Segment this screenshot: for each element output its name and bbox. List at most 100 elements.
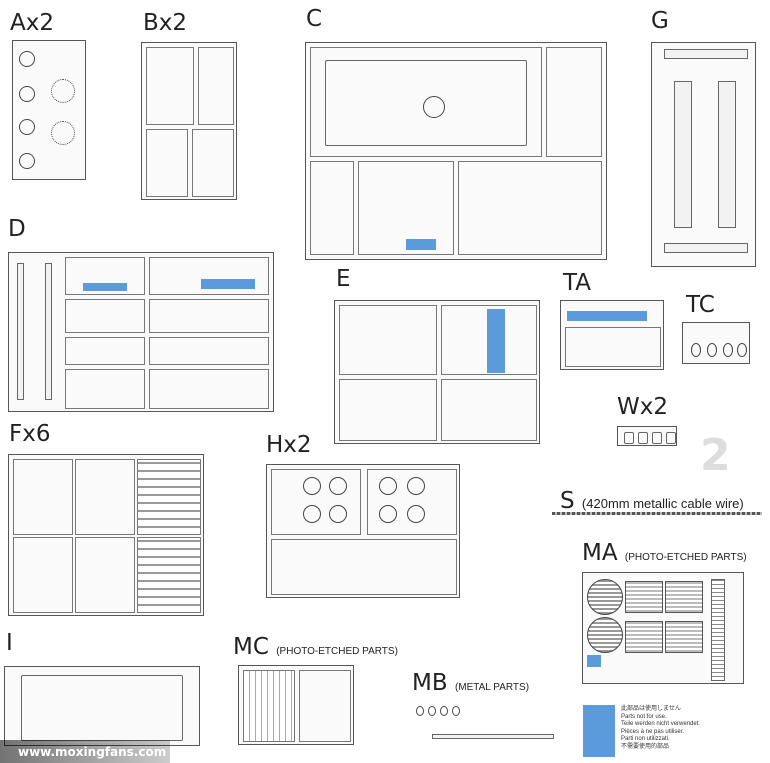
sprue-cell xyxy=(149,257,269,295)
sprue-label-c: C xyxy=(306,6,323,32)
not-for-use-legend-swatch xyxy=(583,705,615,757)
metal-parts-group xyxy=(412,702,554,748)
metal-pin-part xyxy=(416,706,424,716)
wheel-part xyxy=(19,153,35,169)
sprocket-part xyxy=(51,121,75,145)
fender-part xyxy=(674,81,692,228)
sprue-i xyxy=(4,666,200,746)
fender-part xyxy=(664,243,748,253)
fret-ma xyxy=(582,572,744,684)
etched-grille-part xyxy=(625,581,663,613)
watermark-text: www.moxingfans.com xyxy=(18,745,167,759)
road-wheel-part xyxy=(303,505,321,523)
legend-line-french: Pièces à ne pas utiliser. xyxy=(621,728,685,735)
sprue-cell xyxy=(149,369,269,409)
sprue-cell xyxy=(358,161,454,255)
sprue-tc xyxy=(682,322,750,364)
part-label-ma-letter: MA xyxy=(582,540,618,566)
sprue-cell xyxy=(441,379,537,441)
sprocket-part xyxy=(51,79,75,103)
sprue-h xyxy=(266,464,460,598)
sprue-ta xyxy=(560,300,664,370)
sprue-cell xyxy=(192,129,234,197)
small-part xyxy=(624,432,634,444)
sprue-cell xyxy=(65,369,145,409)
track-part xyxy=(17,263,24,400)
sprue-e xyxy=(334,300,540,444)
not-for-use-part xyxy=(587,655,601,667)
sprue-cell xyxy=(310,161,354,255)
fret-mc xyxy=(238,665,354,745)
part-label-mc-note: (PHOTO-ETCHED PARTS) xyxy=(276,646,398,657)
sprue-label-fx6: Fx6 xyxy=(9,421,51,447)
etched-strip-part xyxy=(711,579,725,681)
lower-hull-part xyxy=(21,675,183,741)
not-for-use-part xyxy=(201,279,255,289)
sprue-cell xyxy=(367,469,457,535)
metal-barrel-part xyxy=(432,734,554,739)
cable-wire xyxy=(552,512,762,515)
sprue-cell xyxy=(146,129,188,197)
sprue-g xyxy=(651,42,756,267)
sprue-cell xyxy=(146,47,194,125)
etched-grille-part xyxy=(665,621,703,653)
sprue-cell xyxy=(149,337,269,365)
sprue-label-i: I xyxy=(6,630,13,656)
sprue-label-wx2: Wx2 xyxy=(617,394,668,420)
metal-pin-part xyxy=(440,706,448,716)
hook-part xyxy=(691,343,701,357)
part-label-mc-letter: MC xyxy=(233,634,269,660)
sprue-cell xyxy=(565,327,661,367)
sprue-cell xyxy=(339,379,437,441)
sprue-c xyxy=(305,42,607,260)
part-label-s-letter: S xyxy=(560,488,575,514)
sprue-cell xyxy=(458,161,602,255)
dial-part xyxy=(423,96,445,118)
wheel-part xyxy=(19,51,35,67)
sprue-cell xyxy=(546,47,602,157)
hook-part xyxy=(723,343,733,357)
part-label-ma: MA (PHOTO-ETCHED PARTS) xyxy=(582,542,747,569)
sprue-cell xyxy=(13,459,73,535)
etched-disc-part xyxy=(587,617,623,653)
watermark-bar xyxy=(0,740,170,763)
road-wheel-part xyxy=(303,477,321,495)
sprue-cell xyxy=(441,305,537,375)
sprue-label-ta: TA xyxy=(563,270,591,296)
not-for-use-legend-text: 此部品は使用しません Parts not for use. Teile werd… xyxy=(621,706,761,751)
sprue-label-d: D xyxy=(8,216,26,242)
etched-disc-part xyxy=(587,579,623,615)
not-for-use-part xyxy=(487,309,505,373)
sprue-cell xyxy=(75,537,135,613)
sprue-cell xyxy=(65,257,145,295)
part-label-s-note: (420mm metallic cable wire) xyxy=(581,496,744,511)
legend-line-italian: Parti non utilizzati. xyxy=(621,736,670,742)
sprue-label-e: E xyxy=(336,266,351,292)
road-wheel-part xyxy=(407,477,425,495)
part-label-mb-note: (METAL PARTS) xyxy=(454,682,530,693)
road-wheel-part xyxy=(379,477,397,495)
small-part xyxy=(666,432,676,444)
sprue-label-tc: TC xyxy=(686,292,715,318)
sprue-cell xyxy=(339,305,437,375)
sprue-b xyxy=(141,42,237,200)
sprue-label-b: Bx2 xyxy=(143,10,188,36)
hook-part xyxy=(737,343,747,357)
hull-deck-cell xyxy=(310,47,542,157)
part-label-mb-letter: MB xyxy=(412,670,448,696)
road-wheel-part xyxy=(329,505,347,523)
metal-pin-part xyxy=(452,706,460,716)
track-link-cell xyxy=(137,459,201,535)
legend-line-german: Teile werden nicht verwendet. xyxy=(621,721,701,727)
sprue-cell xyxy=(271,539,457,595)
metal-pin-part xyxy=(428,706,436,716)
small-part xyxy=(652,432,662,444)
legend-line-chinese: 不需要使用的部品 xyxy=(621,743,670,750)
not-for-use-part xyxy=(83,283,127,291)
track-link-cell xyxy=(137,537,201,613)
page-number-ghost: 2 xyxy=(700,430,731,481)
sprue-w xyxy=(617,426,677,446)
road-wheel-part xyxy=(379,505,397,523)
part-label-ma-note: (PHOTO-ETCHED PARTS) xyxy=(624,552,747,563)
etched-grille-part xyxy=(625,621,663,653)
